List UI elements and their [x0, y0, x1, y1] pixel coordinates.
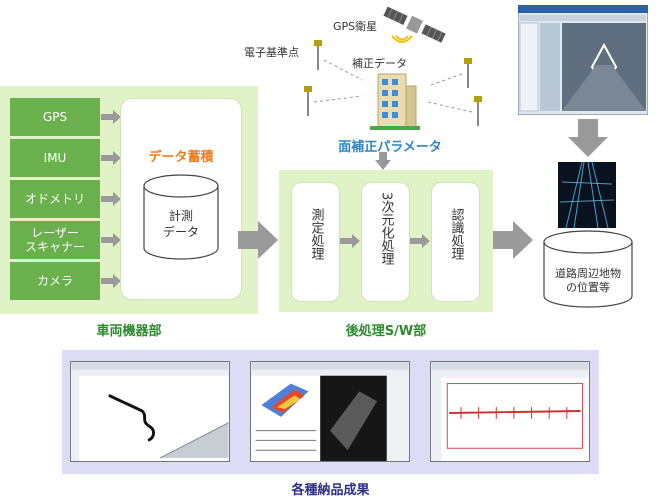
- arrow-right-icon: [238, 221, 278, 259]
- arrow-right-icon: [340, 234, 360, 248]
- arrow-right-icon: [101, 274, 121, 288]
- reference-station-label: 電子基準点: [244, 46, 299, 59]
- satellite-icon: [383, 6, 446, 43]
- data-storage-title: データ蓄積: [148, 150, 214, 165]
- arrow-down-icon: [568, 119, 608, 157]
- output-database-cylinder-icon: [543, 230, 633, 308]
- arrow-right-icon: [101, 110, 121, 124]
- process-3d-box: [361, 182, 410, 302]
- correction-parameter-label: 面補正パラメータ: [338, 140, 442, 155]
- measurement-data-label: 計測 データ: [162, 209, 199, 239]
- database-cylinder-icon: [143, 174, 219, 260]
- vehicle-equipment-caption: 車両機器部: [96, 324, 162, 339]
- arrow-right-icon: [101, 192, 121, 206]
- deliverables-caption: 各種納品成果: [291, 483, 370, 497]
- sensor-laser-scanner: レーザー スキャナー: [10, 221, 100, 259]
- reference-station-icon: [474, 96, 482, 126]
- post-processing-caption: 後処理S/W部: [345, 324, 427, 339]
- reference-station-icon: [304, 86, 312, 116]
- application-screenshot: [518, 5, 648, 115]
- output-features-label: 道路周辺地物 の位置等: [555, 267, 621, 294]
- deliverable-screenshot: [70, 361, 230, 462]
- arrow-right-icon: [410, 234, 430, 248]
- sensor-gps: GPS: [10, 98, 100, 136]
- sensor-imu: IMU: [10, 139, 100, 177]
- reference-station-icon: [464, 58, 472, 88]
- process-measurement-box: [291, 182, 340, 302]
- process-recognition-label: 認識処理: [448, 208, 464, 260]
- signal-waves-icon: [391, 35, 413, 43]
- arrow-right-icon: [493, 221, 533, 259]
- reference-station-icon: [314, 40, 322, 70]
- arrow-down-icon: [375, 152, 391, 170]
- point-cloud-thumbnail: [558, 162, 616, 228]
- arrow-right-icon: [101, 151, 121, 165]
- sensor-odometry: オドメトリ: [10, 180, 100, 218]
- deliverable-screenshot: [250, 361, 410, 462]
- data-center-building-icon: [370, 73, 420, 130]
- gps-satellite-label: GPS衛星: [333, 20, 378, 33]
- process-3d-label: 3次元化処理: [378, 192, 394, 266]
- arrow-right-icon: [101, 233, 121, 247]
- reference-station-network: [304, 40, 482, 126]
- correction-data-label: 補正データ: [352, 57, 407, 70]
- deliverable-screenshot: [430, 361, 590, 462]
- process-measurement-label: 測定処理: [308, 208, 324, 260]
- process-recognition-box: [431, 182, 480, 302]
- sensor-camera: カメラ: [10, 262, 100, 300]
